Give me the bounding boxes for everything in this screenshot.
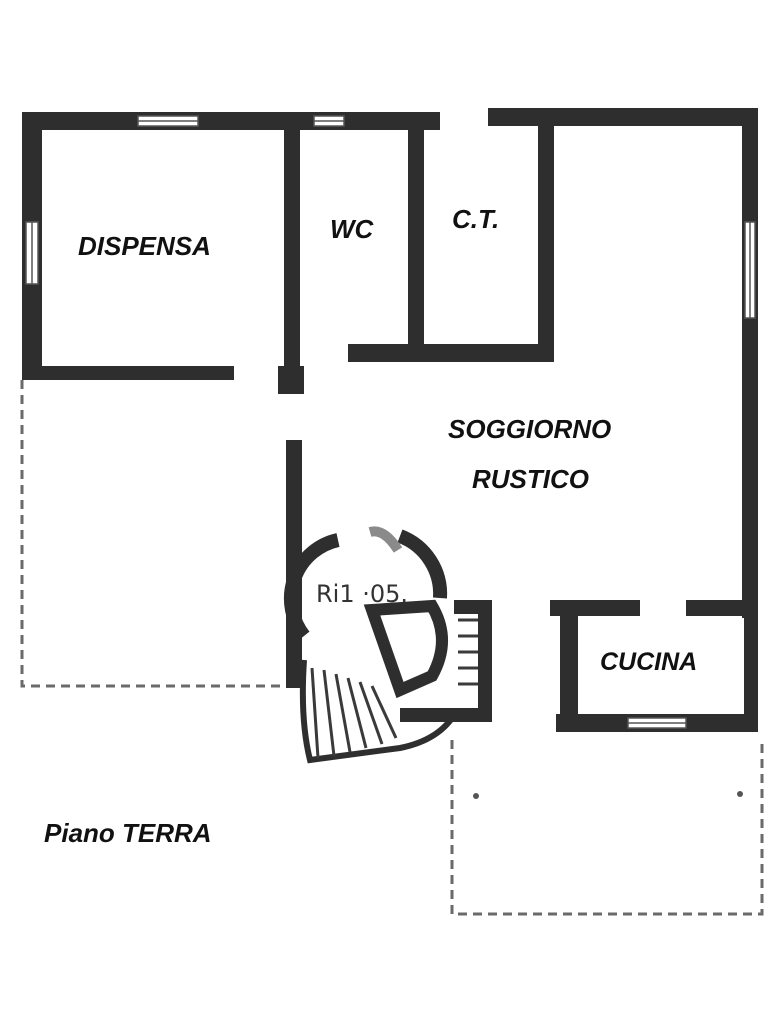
room-label-cucina: CUCINA xyxy=(600,648,697,676)
wall-right xyxy=(742,108,758,618)
wall-top-left xyxy=(22,112,440,130)
room-label-soggiorno: SOGGIORNO xyxy=(448,414,611,444)
floor-label: Piano TERRA xyxy=(44,818,212,848)
wall-wc-ct xyxy=(408,128,424,348)
wall-ct-bottom xyxy=(348,344,554,362)
room-label-wc: WC xyxy=(330,214,375,244)
stair-arrow xyxy=(368,526,403,553)
stair-outer-arc xyxy=(299,659,459,764)
terrace-outline-right xyxy=(450,740,764,916)
wall-top-right xyxy=(488,108,756,126)
wall-stair-bottom xyxy=(400,708,492,722)
stair-arc-top xyxy=(397,529,448,599)
terrace-dot xyxy=(737,791,743,797)
spiral-staircase xyxy=(283,526,478,764)
stair-core xyxy=(363,599,448,699)
walls xyxy=(22,108,758,732)
room-label-dispensa: DISPENSA xyxy=(78,231,211,261)
terrace-dot xyxy=(473,793,479,799)
wall-cucina-right xyxy=(744,600,758,732)
stair-arc-left xyxy=(283,533,340,641)
room-label-rustico: RUSTICO xyxy=(472,464,589,494)
stair-note: Ri1 ·05. xyxy=(316,580,408,608)
wall-stair-right xyxy=(478,600,492,722)
wall-cucina-left xyxy=(560,600,578,732)
pillar xyxy=(278,366,304,394)
wall-cucina-top-right xyxy=(686,600,758,616)
wall-dispensa-bottom xyxy=(22,366,234,380)
dashed-outlines xyxy=(20,380,764,916)
windows xyxy=(25,115,756,729)
wall-dispensa-wc xyxy=(284,128,300,390)
room-label-ct: C.T. xyxy=(452,204,499,234)
wall-ct-right xyxy=(538,126,554,362)
porch-outline-left xyxy=(20,380,286,688)
